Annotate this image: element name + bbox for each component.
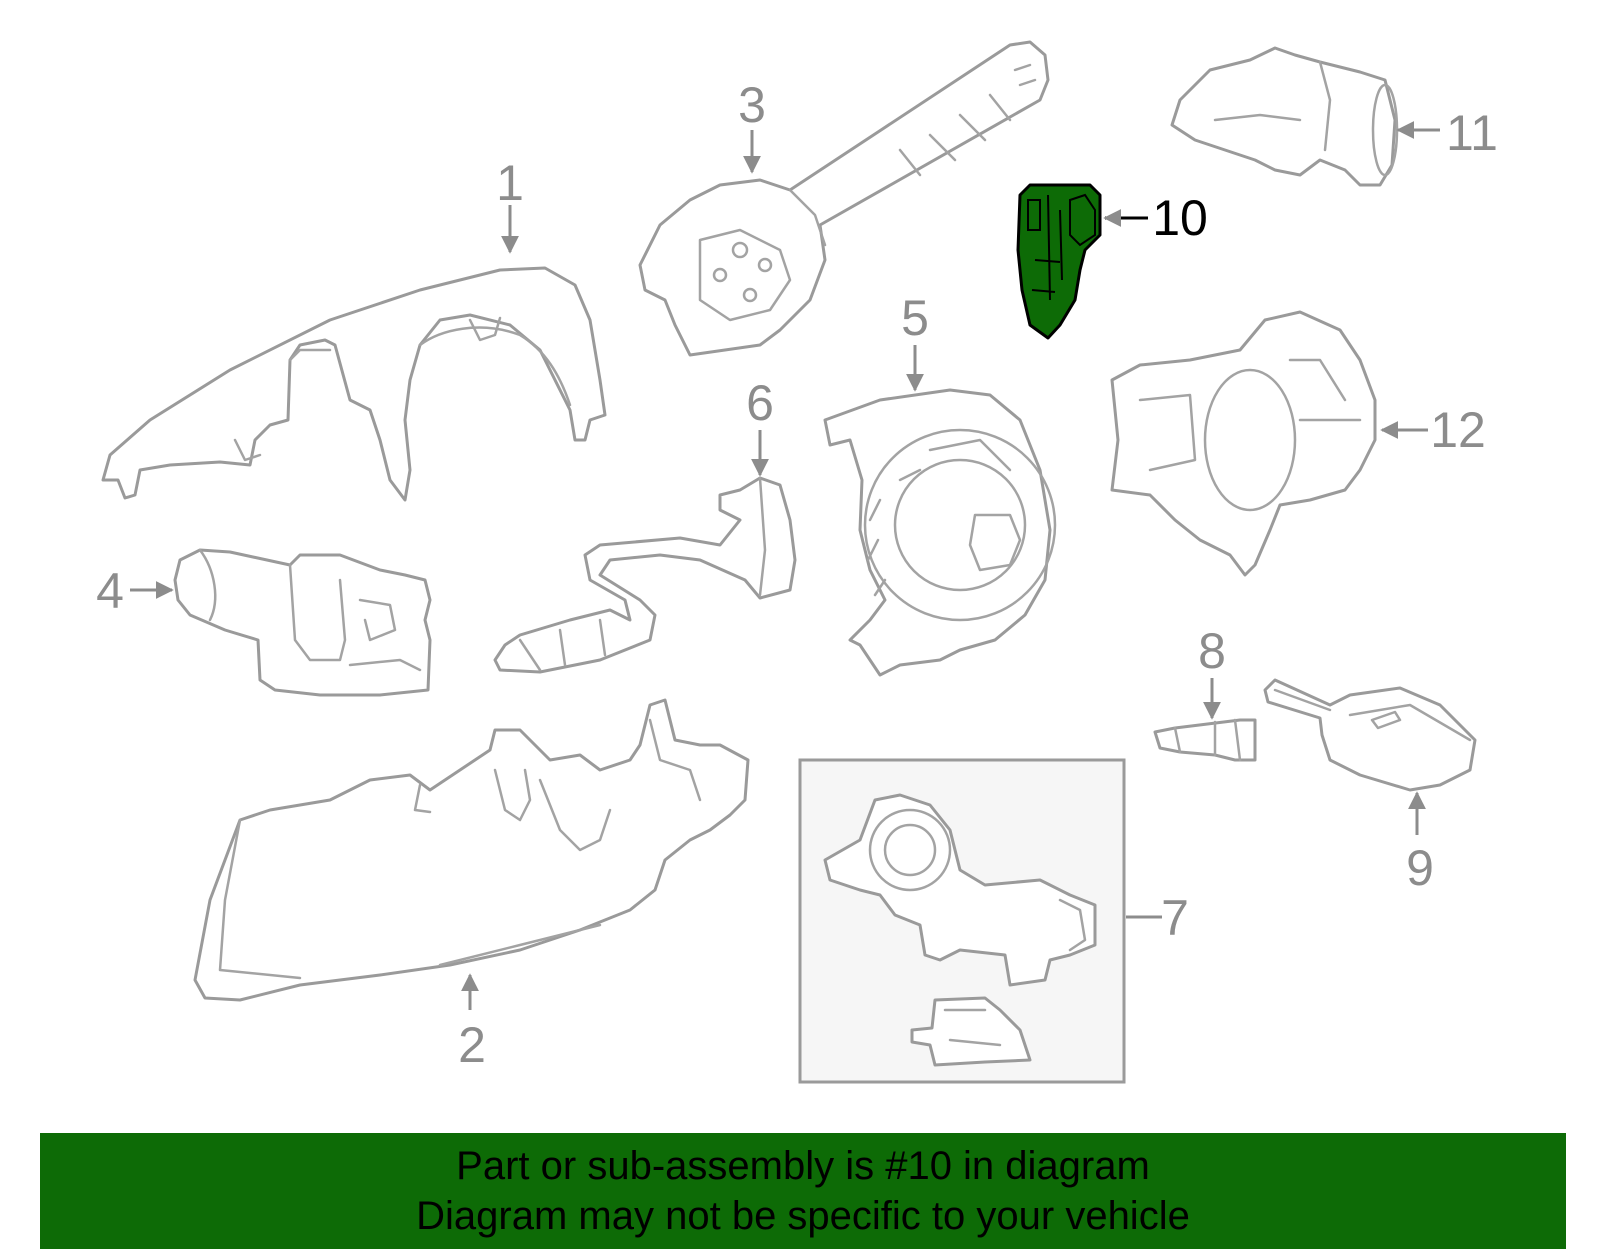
callout-8: 8 bbox=[1198, 623, 1226, 679]
info-banner: Part or sub-assembly is #10 in diagram D… bbox=[40, 1133, 1566, 1249]
part-2-lower-cover bbox=[193, 698, 750, 1002]
callout-6: 6 bbox=[746, 375, 774, 431]
banner-line-2: Diagram may not be specific to your vehi… bbox=[416, 1194, 1190, 1238]
callout-9: 9 bbox=[1406, 840, 1434, 896]
callout-5: 5 bbox=[901, 290, 929, 346]
callout-12: 12 bbox=[1430, 402, 1486, 458]
part-12-ignition-housing bbox=[1110, 310, 1377, 577]
part-9-key bbox=[1263, 678, 1477, 792]
callout-3: 3 bbox=[738, 77, 766, 133]
callout-2: 2 bbox=[458, 1017, 486, 1073]
part-8-small-switch bbox=[1153, 718, 1257, 762]
part-3-switch bbox=[638, 40, 1050, 357]
banner-line-1: Part or sub-assembly is #10 in diagram bbox=[456, 1144, 1150, 1188]
part-10-highlighted bbox=[1016, 183, 1102, 340]
callout-10: 10 bbox=[1152, 190, 1208, 246]
callout-1: 1 bbox=[496, 155, 524, 211]
part-6-switch-harness bbox=[493, 476, 797, 674]
part-1-upper-cover bbox=[101, 266, 607, 502]
callout-4: 4 bbox=[96, 563, 124, 619]
part-7-assembly-box bbox=[798, 758, 1126, 1084]
part-5-clock-spring bbox=[823, 388, 1057, 677]
leader-lines bbox=[130, 121, 1440, 1010]
part-4-switch bbox=[173, 548, 432, 697]
callout-11: 11 bbox=[1446, 105, 1498, 161]
part-11-housing bbox=[1170, 46, 1399, 187]
callout-7: 7 bbox=[1161, 890, 1189, 946]
